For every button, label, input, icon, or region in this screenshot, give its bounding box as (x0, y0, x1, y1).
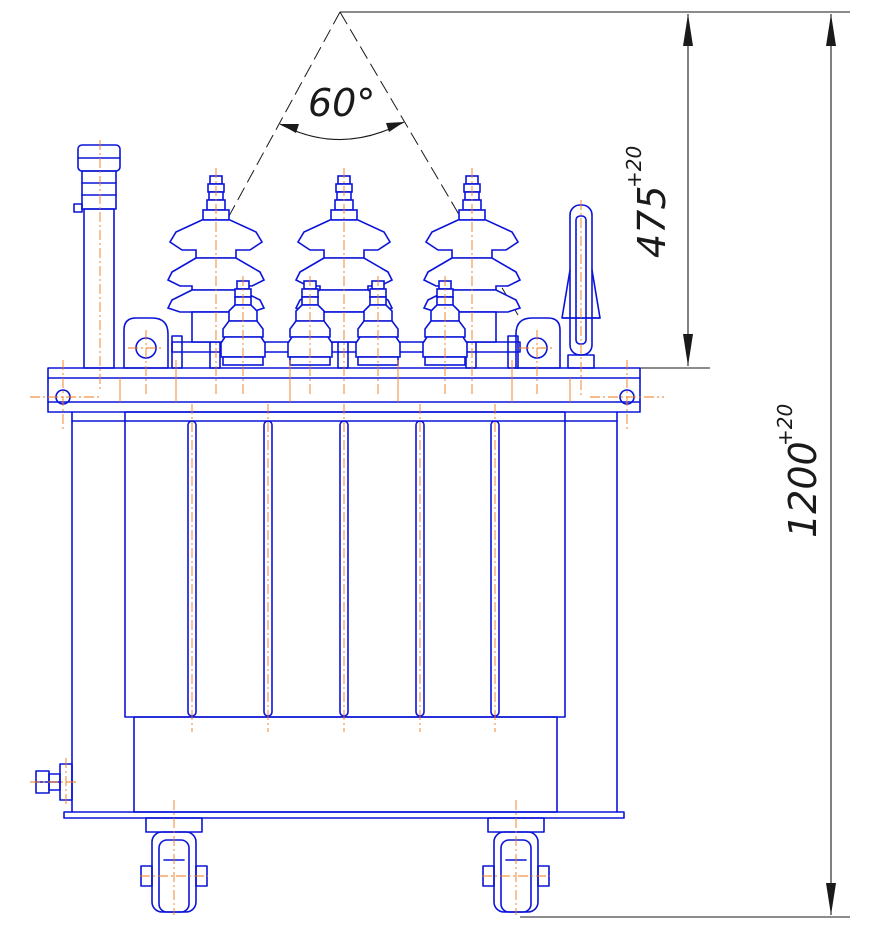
dim-475-tolerance: +20 (622, 146, 646, 188)
cooling-fins (187, 420, 500, 717)
dim-1200-value: 1200 (781, 441, 825, 538)
dim-475-value: 475 (630, 185, 674, 258)
breather-pipe (73, 144, 121, 369)
centerlines (30, 140, 664, 915)
angle-arrow-right (386, 122, 404, 132)
tank (35, 367, 641, 819)
lifting-lug-right (515, 317, 561, 369)
dim-1200-arrow-bottom (826, 883, 836, 915)
tank-lower-box (133, 716, 558, 813)
dim-475-label-group: 475 +20 (622, 146, 674, 258)
angle-leg-left (215, 11, 341, 241)
dim-475-arrow-top (683, 14, 693, 46)
bottom-skid (63, 811, 625, 819)
dim-475-arrow-bottom (683, 334, 693, 366)
angle-arrow-left (280, 124, 299, 133)
dimension-group: 60° 475 +20 1200 +20 (215, 11, 850, 918)
dim-1200-label-group: 1200 +20 (773, 404, 825, 538)
dim-1200-tolerance: +20 (773, 404, 797, 446)
angle-label: 60° (308, 81, 375, 125)
dim-1200-arrow-top (826, 14, 836, 46)
